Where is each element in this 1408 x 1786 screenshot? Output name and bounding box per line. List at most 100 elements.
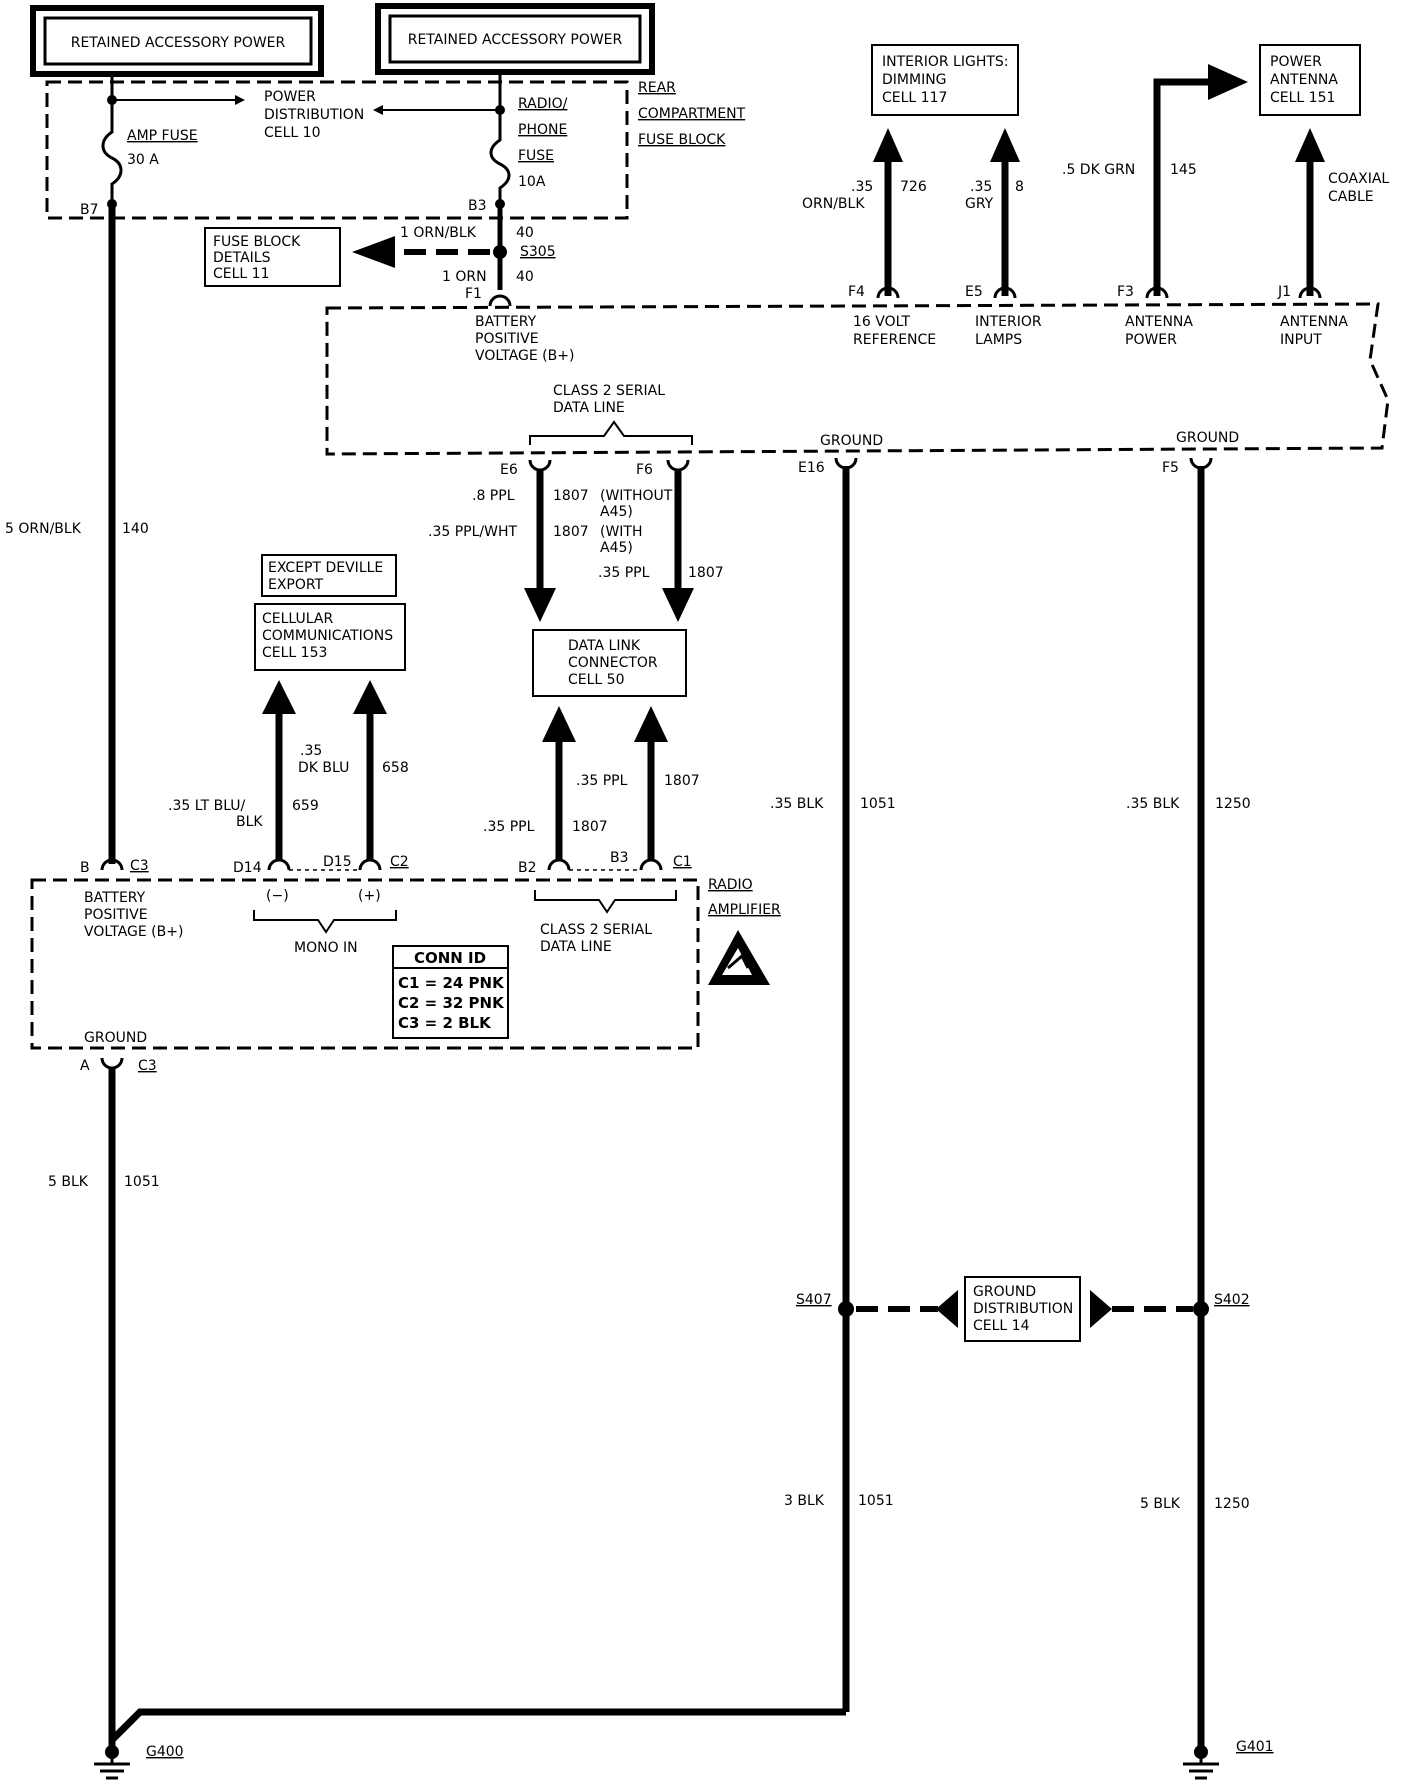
wire-658-color: DK BLU xyxy=(298,760,349,776)
pin-b7: B7 xyxy=(80,202,99,218)
wire-b3-ppl: .35 PPL xyxy=(576,773,628,789)
ground-g400-label: G400 xyxy=(146,1744,184,1760)
pin-e5: E5 xyxy=(965,284,983,300)
retained-accessory-power-label-right: RETAINED ACCESSORY POWER xyxy=(408,32,623,48)
power-antenna-box: POWER ANTENNA CELL 151 xyxy=(1259,44,1361,116)
wire-8: 8 xyxy=(1015,179,1024,195)
ground-g401-icon xyxy=(1183,1745,1219,1780)
radio-battery-label: BATTERY xyxy=(475,314,537,330)
fuse-details-label: FUSE BLOCK xyxy=(213,234,301,250)
radio-battery-label: VOLTAGE (B+) xyxy=(475,348,574,364)
wire-1-orn: 1 ORN xyxy=(442,269,487,285)
pin-f4: F4 xyxy=(848,284,865,300)
pin-f5: F5 xyxy=(1162,460,1179,476)
radio-antenna-power-label: POWER xyxy=(1125,332,1177,348)
pin-d15: D15 xyxy=(323,854,352,870)
pin-f6: F6 xyxy=(636,462,653,478)
pin-b: B xyxy=(80,860,90,876)
wire-659-color: BLK xyxy=(236,814,263,830)
dlc-label: DATA LINK xyxy=(568,638,641,654)
fuse-details-label: DETAILS xyxy=(213,250,271,266)
wire-658-size: .35 xyxy=(300,743,322,759)
ground-distribution-label: DISTRIBUTION xyxy=(973,1301,1073,1317)
radio-16v-ref-label: 16 VOLT xyxy=(853,314,910,330)
wire-e6-note: A45) xyxy=(600,540,633,556)
wire-f5-blk: .35 BLK xyxy=(1126,796,1180,812)
wire-b3-1807: 1807 xyxy=(664,773,700,789)
splice-s402-label: S402 xyxy=(1214,1292,1250,1308)
wire-726-color: ORN/BLK xyxy=(802,196,865,212)
wire-s402-1250: 1250 xyxy=(1214,1496,1250,1512)
ground-distribution-label: CELL 14 xyxy=(973,1318,1030,1334)
connector-c3-ground: C3 xyxy=(138,1058,157,1074)
wire-f5-1250: 1250 xyxy=(1215,796,1251,812)
wire-1-orn-blk: 1 ORN/BLK xyxy=(400,225,477,241)
splice-s305-label: S305 xyxy=(520,244,556,260)
splice-s407-label: S407 xyxy=(796,1292,832,1308)
interior-lights-label: INTERIOR LIGHTS: xyxy=(882,54,1009,70)
coaxial-cable-label: COAXIAL xyxy=(1328,171,1389,187)
amp-battery-label: BATTERY xyxy=(84,890,146,906)
wire-a-1051: 1051 xyxy=(124,1174,160,1190)
amp-fuse-rating: 30 A xyxy=(127,152,159,168)
coaxial-cable-label: CABLE xyxy=(1328,189,1374,205)
pin-b2: B2 xyxy=(518,860,537,876)
pin-d14: D14 xyxy=(233,860,262,876)
radio-antenna-input-label: ANTENNA xyxy=(1280,314,1348,330)
power-antenna-label: ANTENNA xyxy=(1270,72,1338,88)
pin-f1: F1 xyxy=(465,286,482,302)
ground-g401-label: G401 xyxy=(1236,1739,1274,1755)
radio-ground-label: GROUND xyxy=(820,433,883,449)
connector-c1: C1 xyxy=(673,854,692,870)
amp-ground-label: GROUND xyxy=(84,1030,147,1046)
dlc-label: CONNECTOR xyxy=(568,655,658,671)
wire-8-size: .35 xyxy=(970,179,992,195)
conn-id-title: CONN ID xyxy=(414,949,486,967)
except-deville-label: EXPORT xyxy=(268,577,324,593)
pin-b3: B3 xyxy=(468,198,487,214)
fuse-details-label: CELL 11 xyxy=(213,266,270,282)
conn-id-row: C3 = 2 BLK xyxy=(398,1014,492,1032)
wire-e6-1807b: 1807 xyxy=(553,524,589,540)
amp-battery-label: POSITIVE xyxy=(84,907,148,923)
wire-658: 658 xyxy=(382,760,409,776)
wire-s402-blk: 5 BLK xyxy=(1140,1496,1181,1512)
power-distribution-label: CELL 10 xyxy=(264,125,321,141)
wire-b2-1807: 1807 xyxy=(572,819,608,835)
amp-class2-label: DATA LINE xyxy=(540,939,612,955)
conn-id-table: CONN ID C1 = 24 PNK C2 = 32 PNK C3 = 2 B… xyxy=(392,945,509,1039)
ground-distribution-box: GROUND DISTRIBUTION CELL 14 xyxy=(964,1276,1081,1342)
power-antenna-label: POWER xyxy=(1270,54,1322,70)
except-deville-label: EXCEPT DEVILLE xyxy=(268,560,383,576)
fuse-block-details-arrow xyxy=(352,236,395,268)
conn-id-row: C1 = 24 PNK xyxy=(398,974,505,992)
esd-warning-icon xyxy=(708,930,770,985)
radio-fuse-label: PHONE xyxy=(518,122,567,138)
data-link-connector-box: DATA LINK CONNECTOR CELL 50 xyxy=(532,629,687,697)
wire-b2-ppl: .35 PPL xyxy=(483,819,535,835)
radio-fuse-rating: 10A xyxy=(518,174,546,190)
fuse-block-label: FUSE BLOCK xyxy=(638,132,726,148)
except-deville-export-box: EXCEPT DEVILLE EXPORT xyxy=(261,554,397,597)
amp-battery-label: VOLTAGE (B+) xyxy=(84,924,183,940)
connector-c3: C3 xyxy=(130,858,149,874)
pin-j1: J1 xyxy=(1277,284,1291,300)
pin-e16: E16 xyxy=(798,460,825,476)
mono-in-minus: (−) xyxy=(266,888,289,904)
cellular-communications-box: CELLULAR COMMUNICATIONS CELL 153 xyxy=(254,603,406,671)
radio-fuse-label: FUSE xyxy=(518,148,554,164)
ground-distribution-label: GROUND xyxy=(973,1284,1036,1300)
retained-accessory-power-label-left: RETAINED ACCESSORY POWER xyxy=(71,35,286,51)
radio-16v-ref-label: REFERENCE xyxy=(853,332,936,348)
connector-c2: C2 xyxy=(390,854,409,870)
conn-id-row: C2 = 32 PNK xyxy=(398,994,505,1012)
interior-lights-box: INTERIOR LIGHTS: DIMMING CELL 117 xyxy=(871,44,1019,116)
wire-40-upper: 40 xyxy=(516,225,534,241)
wire-8-color: GRY xyxy=(965,196,994,212)
radio-class2-label: CLASS 2 SERIAL xyxy=(553,383,665,399)
wire-f6-1807: 1807 xyxy=(688,565,724,581)
radio-amplifier-label: RADIO xyxy=(708,877,753,893)
wire-726: 726 xyxy=(900,179,927,195)
wire-659-color: .35 LT BLU/ xyxy=(168,798,246,814)
fuse-block-details-box: FUSE BLOCK DETAILS CELL 11 xyxy=(204,227,341,287)
